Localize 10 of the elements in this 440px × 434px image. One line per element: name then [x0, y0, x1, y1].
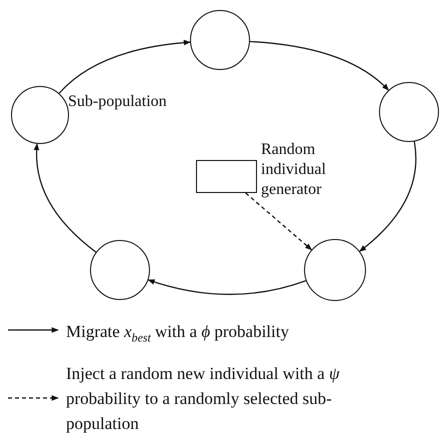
curved-arrow [34, 143, 96, 253]
curved-arrow [58, 40, 191, 94]
node-caption: Sub-population [68, 92, 167, 112]
dashed-arrow [245, 192, 312, 250]
legend-text: Inject a random new individual with a ψ probability to a randomly selected sub-population [66, 363, 341, 434]
curved-arrow [250, 40, 389, 91]
curved-arrow [359, 141, 416, 252]
node-label: Random individual generator [261, 140, 327, 200]
legend-text: Migrate x$_{best}$ with a ϕ probability [66, 321, 290, 346]
curved-arrow [148, 279, 306, 295]
